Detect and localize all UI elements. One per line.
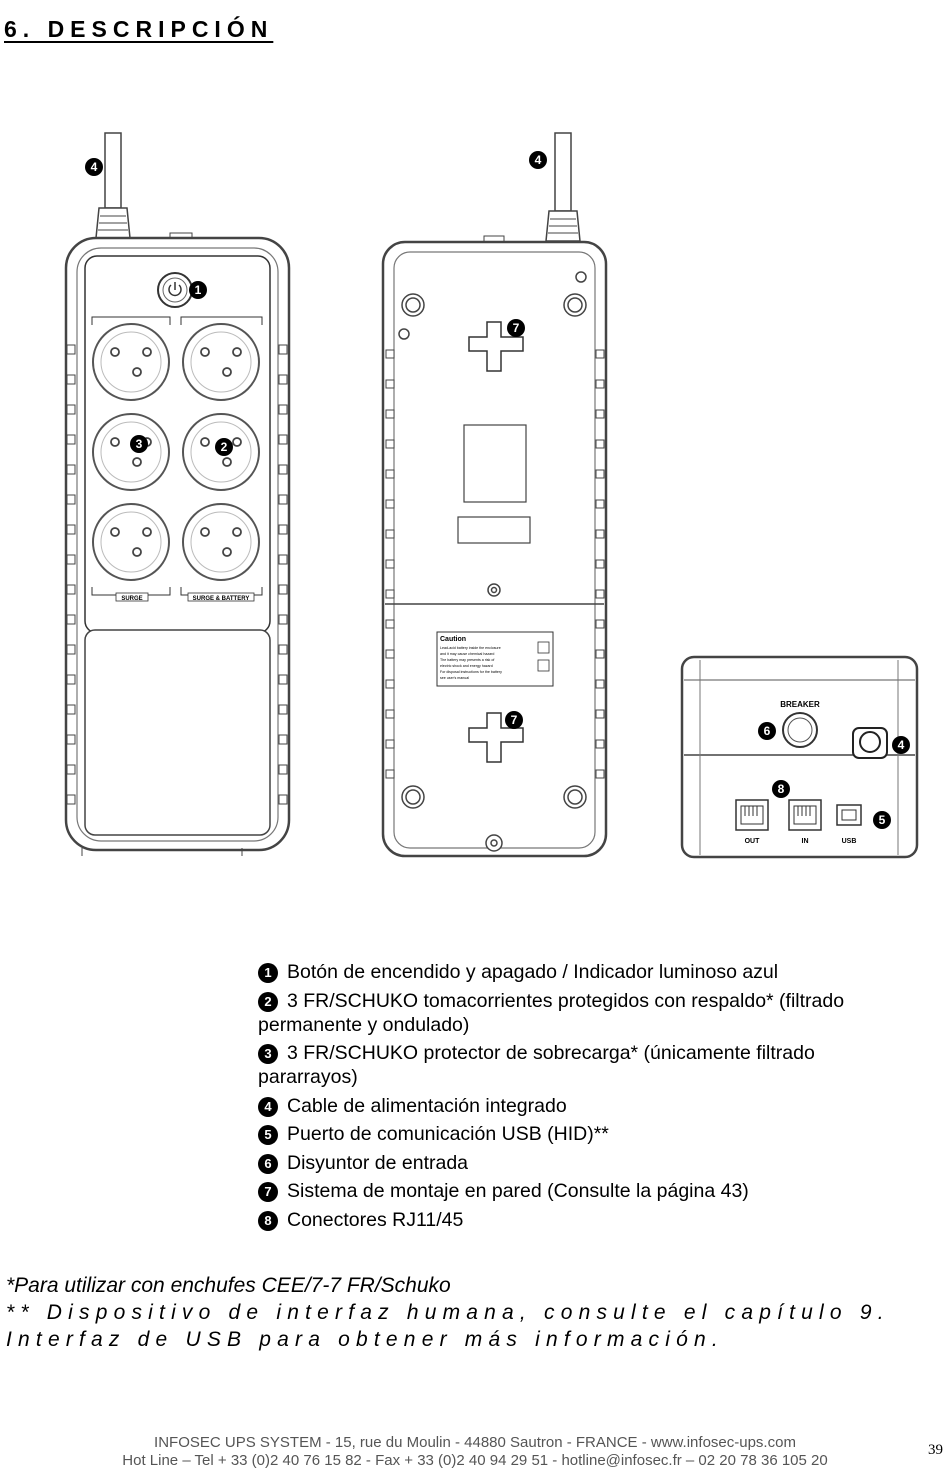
legend-item: 5 Puerto de comunicación USB (HID)** xyxy=(258,1122,908,1146)
callout-4: 4 xyxy=(535,153,542,167)
legend-number: 7 xyxy=(258,1182,278,1202)
callout-7: 7 xyxy=(513,321,520,335)
legend-number: 2 xyxy=(258,991,278,1012)
legend-number: 3 xyxy=(258,1044,278,1064)
legend-text: Cable de alimentación integrado xyxy=(287,1094,567,1117)
callout-8: 8 xyxy=(778,782,785,796)
surge-label: SURGE xyxy=(121,596,142,602)
page-footer: INFOSEC UPS SYSTEM - 15, rue du Moulin -… xyxy=(0,1434,950,1470)
legend-number: 1 xyxy=(258,963,278,983)
legend-text: 3 FR/SCHUKO tomacorrientes protegidos co… xyxy=(258,989,845,1036)
footnote-hid: ** Dispositivo de interfaz humana, consu… xyxy=(6,1301,890,1351)
caution-line: see user's manual xyxy=(440,676,469,680)
footer-hotline: Hot Line – Tel + 33 (0)2 40 76 15 82 - F… xyxy=(122,1452,828,1469)
legend-number: 5 xyxy=(258,1125,278,1145)
page-heading: 6. DESCRIPCIÓN xyxy=(4,16,274,42)
callout-markers: 4 4 1 3 2 7 7 6 4 8 5 xyxy=(85,151,910,829)
in-label: IN xyxy=(802,838,809,845)
caution-line: Lead-acid battery inside the enclosure xyxy=(440,646,501,650)
caution-line: electric shock and energy hazard xyxy=(440,664,493,668)
footnotes: *Para utilizar con enchufes CEE/7-7 FR/S… xyxy=(6,1272,936,1353)
callout-3: 3 xyxy=(136,437,143,451)
callout-6: 6 xyxy=(764,724,771,738)
legend-item: 4 Cable de alimentación integrado xyxy=(258,1094,908,1118)
device-illustration: SURGE SURGE & BATTERY xyxy=(64,132,919,859)
callout-5: 5 xyxy=(879,813,886,827)
footer-address: INFOSEC UPS SYSTEM - 15, rue du Moulin -… xyxy=(154,1434,796,1451)
legend-item: 6 Disyuntor de entrada xyxy=(258,1151,908,1175)
legend-item: 1 Botón de encendido y apagado / Indicado… xyxy=(258,960,908,984)
back-view: Caution Lead-acid battery inside the enc… xyxy=(381,132,608,858)
callout-2: 2 xyxy=(221,440,228,454)
legend-text: Conectores RJ11/45 xyxy=(287,1208,464,1231)
callout-1: 1 xyxy=(195,283,202,297)
legend-text: Puerto de comunicación USB (HID)** xyxy=(287,1123,609,1145)
legend-list: 1 Botón de encendido y apagado / Indicado… xyxy=(258,960,908,1236)
legend-number: 6 xyxy=(258,1153,278,1174)
caution-title: Caution xyxy=(440,636,466,643)
legend-number: 8 xyxy=(258,1210,278,1231)
callout-7: 7 xyxy=(511,713,518,727)
caution-line: For disposal instructions for the batter… xyxy=(440,670,502,674)
caution-line: and it may cause chemical hazard xyxy=(440,652,494,656)
legend-text: 3 FR/SCHUKO protector de sobrecarga* (ún… xyxy=(258,1042,815,1088)
legend-text: Sistema de montaje en pared (Consulte la… xyxy=(287,1180,749,1202)
callout-4: 4 xyxy=(91,160,98,174)
front-view: SURGE SURGE & BATTERY xyxy=(64,132,291,856)
caution-line: The battery may presents a risk of xyxy=(440,658,494,662)
footnote-schuko: *Para utilizar con enchufes CEE/7-7 FR/S… xyxy=(6,1274,451,1297)
callout-4: 4 xyxy=(898,738,905,752)
legend-text: Botón de encendido y apagado / Indicador… xyxy=(287,961,779,983)
legend-number: 4 xyxy=(258,1096,278,1117)
side-view: BREAKER OUT IN USB xyxy=(680,655,919,859)
usb-label: USB xyxy=(842,838,857,845)
legend-text: Disyuntor de entrada xyxy=(287,1151,469,1174)
surge-battery-label: SURGE & BATTERY xyxy=(193,596,250,602)
out-label: OUT xyxy=(745,838,761,845)
legend-item: 7 Sistema de montaje en pared (Consulte l… xyxy=(258,1179,908,1203)
page-number: 39 xyxy=(928,1442,943,1458)
legend-item: 8 Conectores RJ11/45 xyxy=(258,1208,908,1232)
breaker-label: BREAKER xyxy=(780,700,820,709)
